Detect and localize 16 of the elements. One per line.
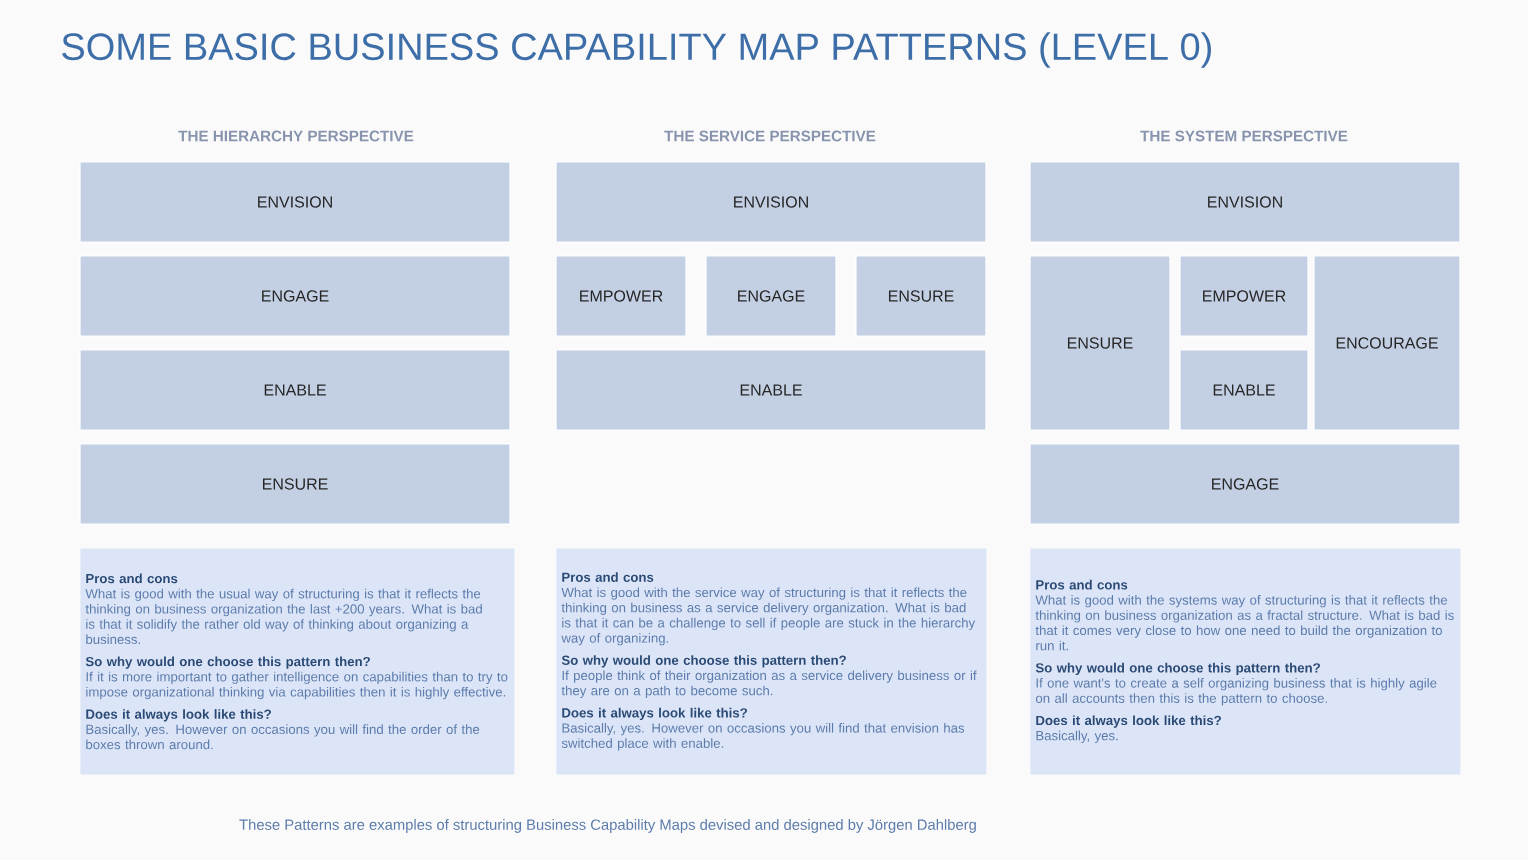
capability-box: ENABLE	[555, 349, 987, 431]
capability-box: ENCOURAGE	[1313, 255, 1461, 431]
capability-box: ENVISION	[555, 161, 987, 243]
capability-box: ENGAGE	[79, 255, 511, 337]
title: SOME BASIC BUSINESS CAPABILITY MAP PATTERNS (LEVEL 0)	[62, 32, 1211, 68]
capability-box: ENGAGE	[1029, 443, 1461, 525]
capability-box: ENGAGE	[705, 255, 837, 337]
capability-box: ENABLE	[1179, 349, 1309, 431]
capability-box: ENSURE	[79, 443, 511, 525]
capability-box: ENVISION	[79, 161, 511, 243]
capability-box: ENSURE	[855, 255, 987, 337]
capability-box: EMPOWER	[1179, 255, 1309, 337]
capability-box: EMPOWER	[555, 255, 687, 337]
capability-box: ENSURE	[1029, 255, 1171, 431]
capability-box: ENVISION	[1029, 161, 1461, 243]
capability-box: ENABLE	[79, 349, 511, 431]
